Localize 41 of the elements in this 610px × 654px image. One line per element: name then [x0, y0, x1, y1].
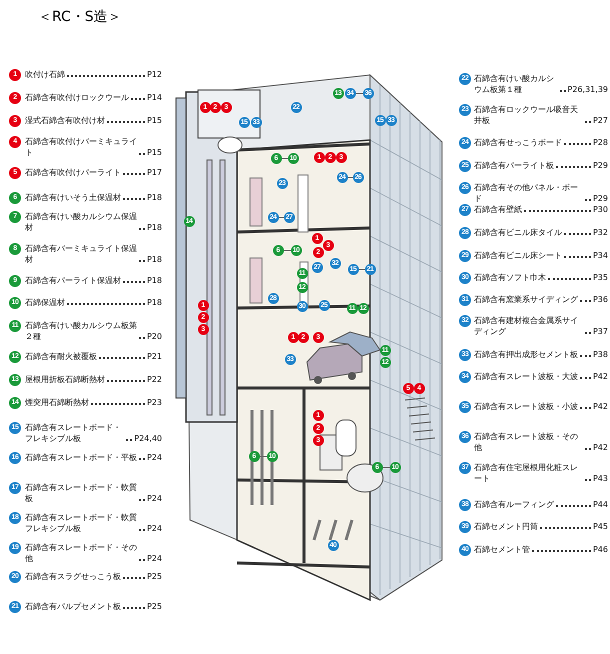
material-entry: 石綿セメント円筒 P45 — [474, 521, 608, 532]
material-entry: 石綿保温材 P18 — [25, 297, 162, 308]
material-entry: 石綿含有せっこうボード P28 — [474, 137, 608, 148]
material-entry: 石綿含有吹付けパーライト P17 — [25, 167, 162, 178]
material-entry: 石綿含有パルプセメント板 P25 — [25, 601, 162, 612]
material-entry: 石綿含有スレートボード・軟質フレキシブル板 P24 — [25, 512, 162, 534]
material-entry: 石綿含有パーライト板 P29 — [474, 160, 608, 171]
material-entry: 屋根用折板石綿断熱材 P22 — [25, 374, 162, 385]
material-entry: 石綿含有けい酸カルシウム板第１種 P26,31,39 — [474, 73, 608, 95]
material-entry: 湿式石綿含有吹付け材 P15 — [25, 115, 162, 126]
material-entry: 石綿含有けいそう土保温材 P18 — [25, 192, 162, 203]
material-entry: 吹付け石綿 P12 — [25, 69, 162, 80]
material-entry: 石綿含有ビニル床タイル P32 — [474, 227, 608, 238]
material-entry: 石綿含有その他パネル・ボード P29 — [474, 182, 608, 204]
material-entry: 石綿含有ルーフィング P44 — [474, 499, 608, 510]
material-entry: 石綿含有ロックウール吸音天井板 P27 — [474, 104, 608, 126]
material-entry: 石綿含有スレートボード・平板 P24 — [25, 452, 162, 463]
material-entry: 石綿含有スレート波板・大波 P42 — [474, 371, 608, 382]
material-entry: 石綿含有スレートボード・その他 P24 — [25, 542, 162, 564]
material-entry: 石綿含有スレートボード・軟質板 P24 — [25, 482, 162, 504]
material-entry: 石綿含有スラグせっこう板 P25 — [25, 571, 162, 582]
material-entry: 石綿含有耐火被覆板 P21 — [25, 351, 162, 362]
material-entry: 石綿含有押出成形セメント板 P38 — [474, 349, 608, 360]
material-entry: 石綿含有パーライト保温材 P18 — [25, 275, 162, 286]
material-entry: 石綿含有バーミキュライト保温材 P18 — [25, 243, 162, 265]
material-entry: 煙突用石綿断熱材 P23 — [25, 397, 162, 408]
material-entry: 石綿含有窯業系サイディング P36 — [474, 294, 608, 305]
material-entry: 石綿含有スレートボード・フレキシブル板 P24,40 — [25, 422, 162, 444]
material-entry: 石綿含有ソフト巾木 P35 — [474, 272, 608, 283]
material-entry: 石綿セメント管 P46 — [474, 544, 608, 555]
material-entry: 石綿含有壁紙 P30 — [474, 204, 608, 215]
material-entry: 石綿含有けい酸カルシウム板第２種 P20 — [25, 320, 162, 342]
material-entry: 石綿含有建材複合金属系サイディング P37 — [474, 315, 608, 337]
material-entry: 石綿含有吹付けロックウール P14 — [25, 92, 162, 103]
material-entry: 石綿含有ビニル床シート P34 — [474, 250, 608, 261]
material-entry: 石綿含有住宅屋根用化粧スレート P43 — [474, 462, 608, 484]
heading: ＜RC・S造＞ — [38, 8, 122, 26]
material-entry: 石綿含有スレート波板・小波 P42 — [474, 401, 608, 412]
material-entry: 石綿含有スレート波板・その他 P42 — [474, 431, 608, 453]
material-entry: 石綿含有吹付けバーミキュライト P15 — [25, 136, 162, 158]
material-entry: 石綿含有けい酸カルシウム保温材 P18 — [25, 211, 162, 233]
